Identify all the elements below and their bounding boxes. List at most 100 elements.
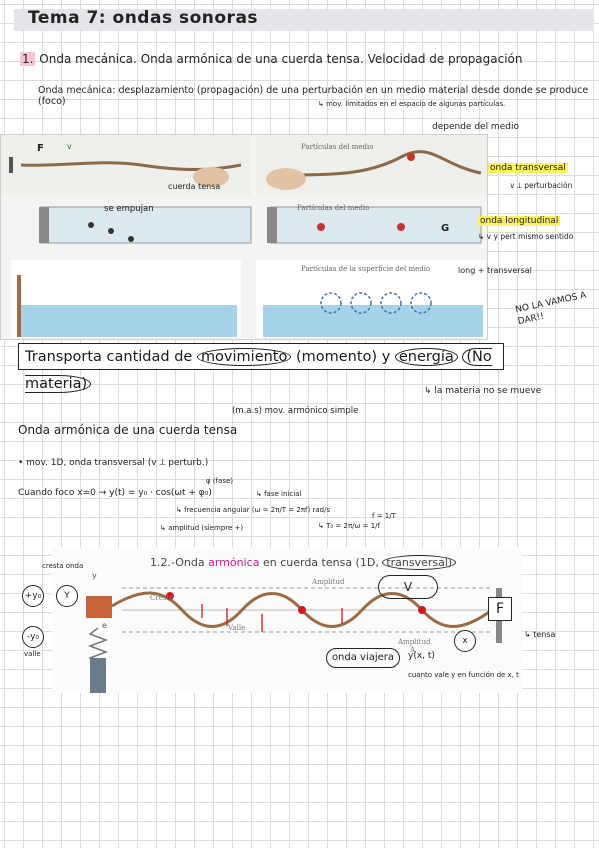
note-frecuencia: ↳ frecuencia angular (ω = 2π/T = 2πf) ra… xyxy=(176,506,331,514)
note-onda-transversal: onda transversal xyxy=(488,163,568,173)
section1-heading: 1. Onda mecánica. Onda armónica de una c… xyxy=(20,52,523,66)
figure2-image: Amplitud Cresta Valle Amplitud A y e xyxy=(52,548,522,693)
figure2-caption-end: transversal) xyxy=(382,555,457,570)
orbit-2 xyxy=(350,292,372,314)
transporta-momento: (momento) y xyxy=(295,349,391,365)
page-title: Tema 7: ondas sonoras xyxy=(28,8,259,28)
note-onda-longitudinal: onda longitudinal xyxy=(478,216,561,226)
hand-left xyxy=(193,167,229,187)
note-plus-y0: +y₀ xyxy=(22,585,44,607)
note-fase: φ (fase) xyxy=(206,477,234,485)
section2-cuando: Cuando foco x=0 → y(t) = y₀ · cos(ωt + φ… xyxy=(18,488,212,498)
fig2-spring xyxy=(87,627,109,665)
tube-right xyxy=(270,206,482,244)
section2-heading: Onda armónica de una cuerda tensa xyxy=(18,423,238,437)
transporta-box: Transporta cantidad de movimiento (momen… xyxy=(18,343,504,393)
note-v-perp: v ⟂ perturbación xyxy=(510,181,573,190)
fig2-amplitud-top: Amplitud xyxy=(311,578,345,586)
orbit-1 xyxy=(320,292,342,314)
note-fase-inicial: ↳ fase inicial xyxy=(256,490,302,498)
definition-text: desplazamiento (propagación) de una pert… xyxy=(38,85,589,107)
note-cresta-onda: cresta onda xyxy=(42,562,84,570)
orbit-3 xyxy=(380,292,402,314)
piston-right xyxy=(267,207,277,243)
figure2-caption-mid: en cuerda tensa (1D, xyxy=(262,556,379,569)
figure2-drawing: Amplitud Cresta Valle Amplitud A y e xyxy=(52,548,522,693)
fig1-g-label: G xyxy=(441,223,449,234)
note-x-circle: x xyxy=(454,630,476,652)
note-y-x-t: y(x, t) xyxy=(408,651,435,661)
figure2-caption: 1.2.-Onda armónica en cuerda tensa (1D, … xyxy=(150,555,457,570)
figure1-drawing: F v Partículas del medio Partículas de l… xyxy=(1,135,487,338)
note-valle: valle xyxy=(24,650,41,658)
note-cuerda-tensa: cuerda tensa xyxy=(168,182,221,191)
note-tensa: ↳ tensa xyxy=(524,630,556,639)
piston-left xyxy=(39,207,49,243)
fig1-particulas-1: Partículas del medio xyxy=(297,204,369,212)
note-long-sub: ↳ v y pert mismo sentido xyxy=(478,232,574,241)
fig1-particulas-superficie: Partículas de la superficie del medio xyxy=(301,265,430,273)
tube-left xyxy=(40,206,252,244)
figure2-caption-hl: armónica xyxy=(208,556,260,569)
section1-heading-sep: . xyxy=(133,52,137,66)
section2-bullet: • mov. 1D, onda transversal (v ⟂ perturb… xyxy=(18,458,209,468)
note-minus-y0: -y₀ xyxy=(22,626,44,648)
note-no-vamos: NO LA VAMOS A DAR!! xyxy=(514,290,588,328)
rope-right xyxy=(290,150,482,177)
hand-right xyxy=(266,168,306,190)
particle-c xyxy=(128,236,134,242)
note-depende: depende del medio xyxy=(432,122,519,132)
fig2-cresta: Cresta xyxy=(150,594,173,602)
figure2-caption-prefix: 1.2.-Onda xyxy=(150,556,205,569)
fig2-point-2 xyxy=(298,606,306,614)
note-y-circle: Y xyxy=(56,585,78,607)
fig2-e-label: e xyxy=(102,621,107,630)
section1-heading-part3: de una cuerda tensa. Velocidad de propag… xyxy=(236,52,523,66)
note-long-trans: long + transversal xyxy=(458,266,532,275)
note-cuanto-vale: cuanto vale y en función de x, t xyxy=(408,671,519,679)
particle-b xyxy=(108,228,114,234)
fig2-y-label: y xyxy=(92,571,97,580)
fig2-block xyxy=(86,596,112,618)
note-se-empujan: se empujan xyxy=(104,204,154,214)
tank-right-water xyxy=(263,305,483,337)
fig1-particulas-top: Partículas del medio xyxy=(301,143,373,151)
note-v-big: V xyxy=(378,575,438,599)
note-f-big: F xyxy=(488,597,512,621)
fig2-a-label: A xyxy=(409,646,416,654)
fig2-point-3 xyxy=(418,606,426,614)
title-highlight xyxy=(14,9,594,31)
section1-heading-number: 1. xyxy=(20,52,36,66)
note-amplitud: ↳ amplitud (siempre +) xyxy=(160,524,244,532)
section1-heading-part1: Onda mecánica xyxy=(39,52,134,66)
orbit-4 xyxy=(410,292,432,314)
fig1-f-label: F xyxy=(37,143,44,154)
fig2-base xyxy=(90,658,106,693)
particle-d xyxy=(317,223,325,231)
fig2-point-1 xyxy=(166,592,174,600)
fig2-amplitud-bottom: Amplitud xyxy=(397,638,431,646)
fig1-v-label: v xyxy=(67,142,72,151)
definition-sub: ↳ mov. limitados en el espacio de alguna… xyxy=(318,100,506,108)
transporta-movimiento: movimiento xyxy=(196,348,292,366)
note-periodo: ↳ T₀ = 2π/ω = 1/f xyxy=(318,522,380,530)
note-onda-viajera: onda viajera xyxy=(326,648,400,668)
particle-top xyxy=(407,153,415,161)
transporta-prefix: Transporta cantidad de xyxy=(25,349,193,365)
figure1-image: F v Partículas del medio Partículas de l… xyxy=(0,134,488,340)
note-materia: ↳ la materia no se mueve xyxy=(424,386,542,396)
fig2-background xyxy=(52,548,522,693)
tank-left-water xyxy=(17,305,237,337)
particle-e xyxy=(397,223,405,231)
note-f: f = 1/T xyxy=(372,512,396,520)
particle-a xyxy=(88,222,94,228)
section1-heading-part2: Onda armónica xyxy=(140,52,233,66)
rope-wall-left xyxy=(9,157,13,173)
tank-left-wall xyxy=(17,275,21,337)
definition-line: Onda mecánica: desplazamiento (propagaci… xyxy=(38,85,598,107)
fig2-valle: Valle xyxy=(227,624,245,632)
note-mas: (m.a.s) mov. armónico simple xyxy=(232,406,359,416)
definition-label: Onda mecánica: xyxy=(38,85,116,96)
transporta-energia: energía xyxy=(394,348,458,366)
transporta-no-materia: (No materia) xyxy=(25,348,492,393)
